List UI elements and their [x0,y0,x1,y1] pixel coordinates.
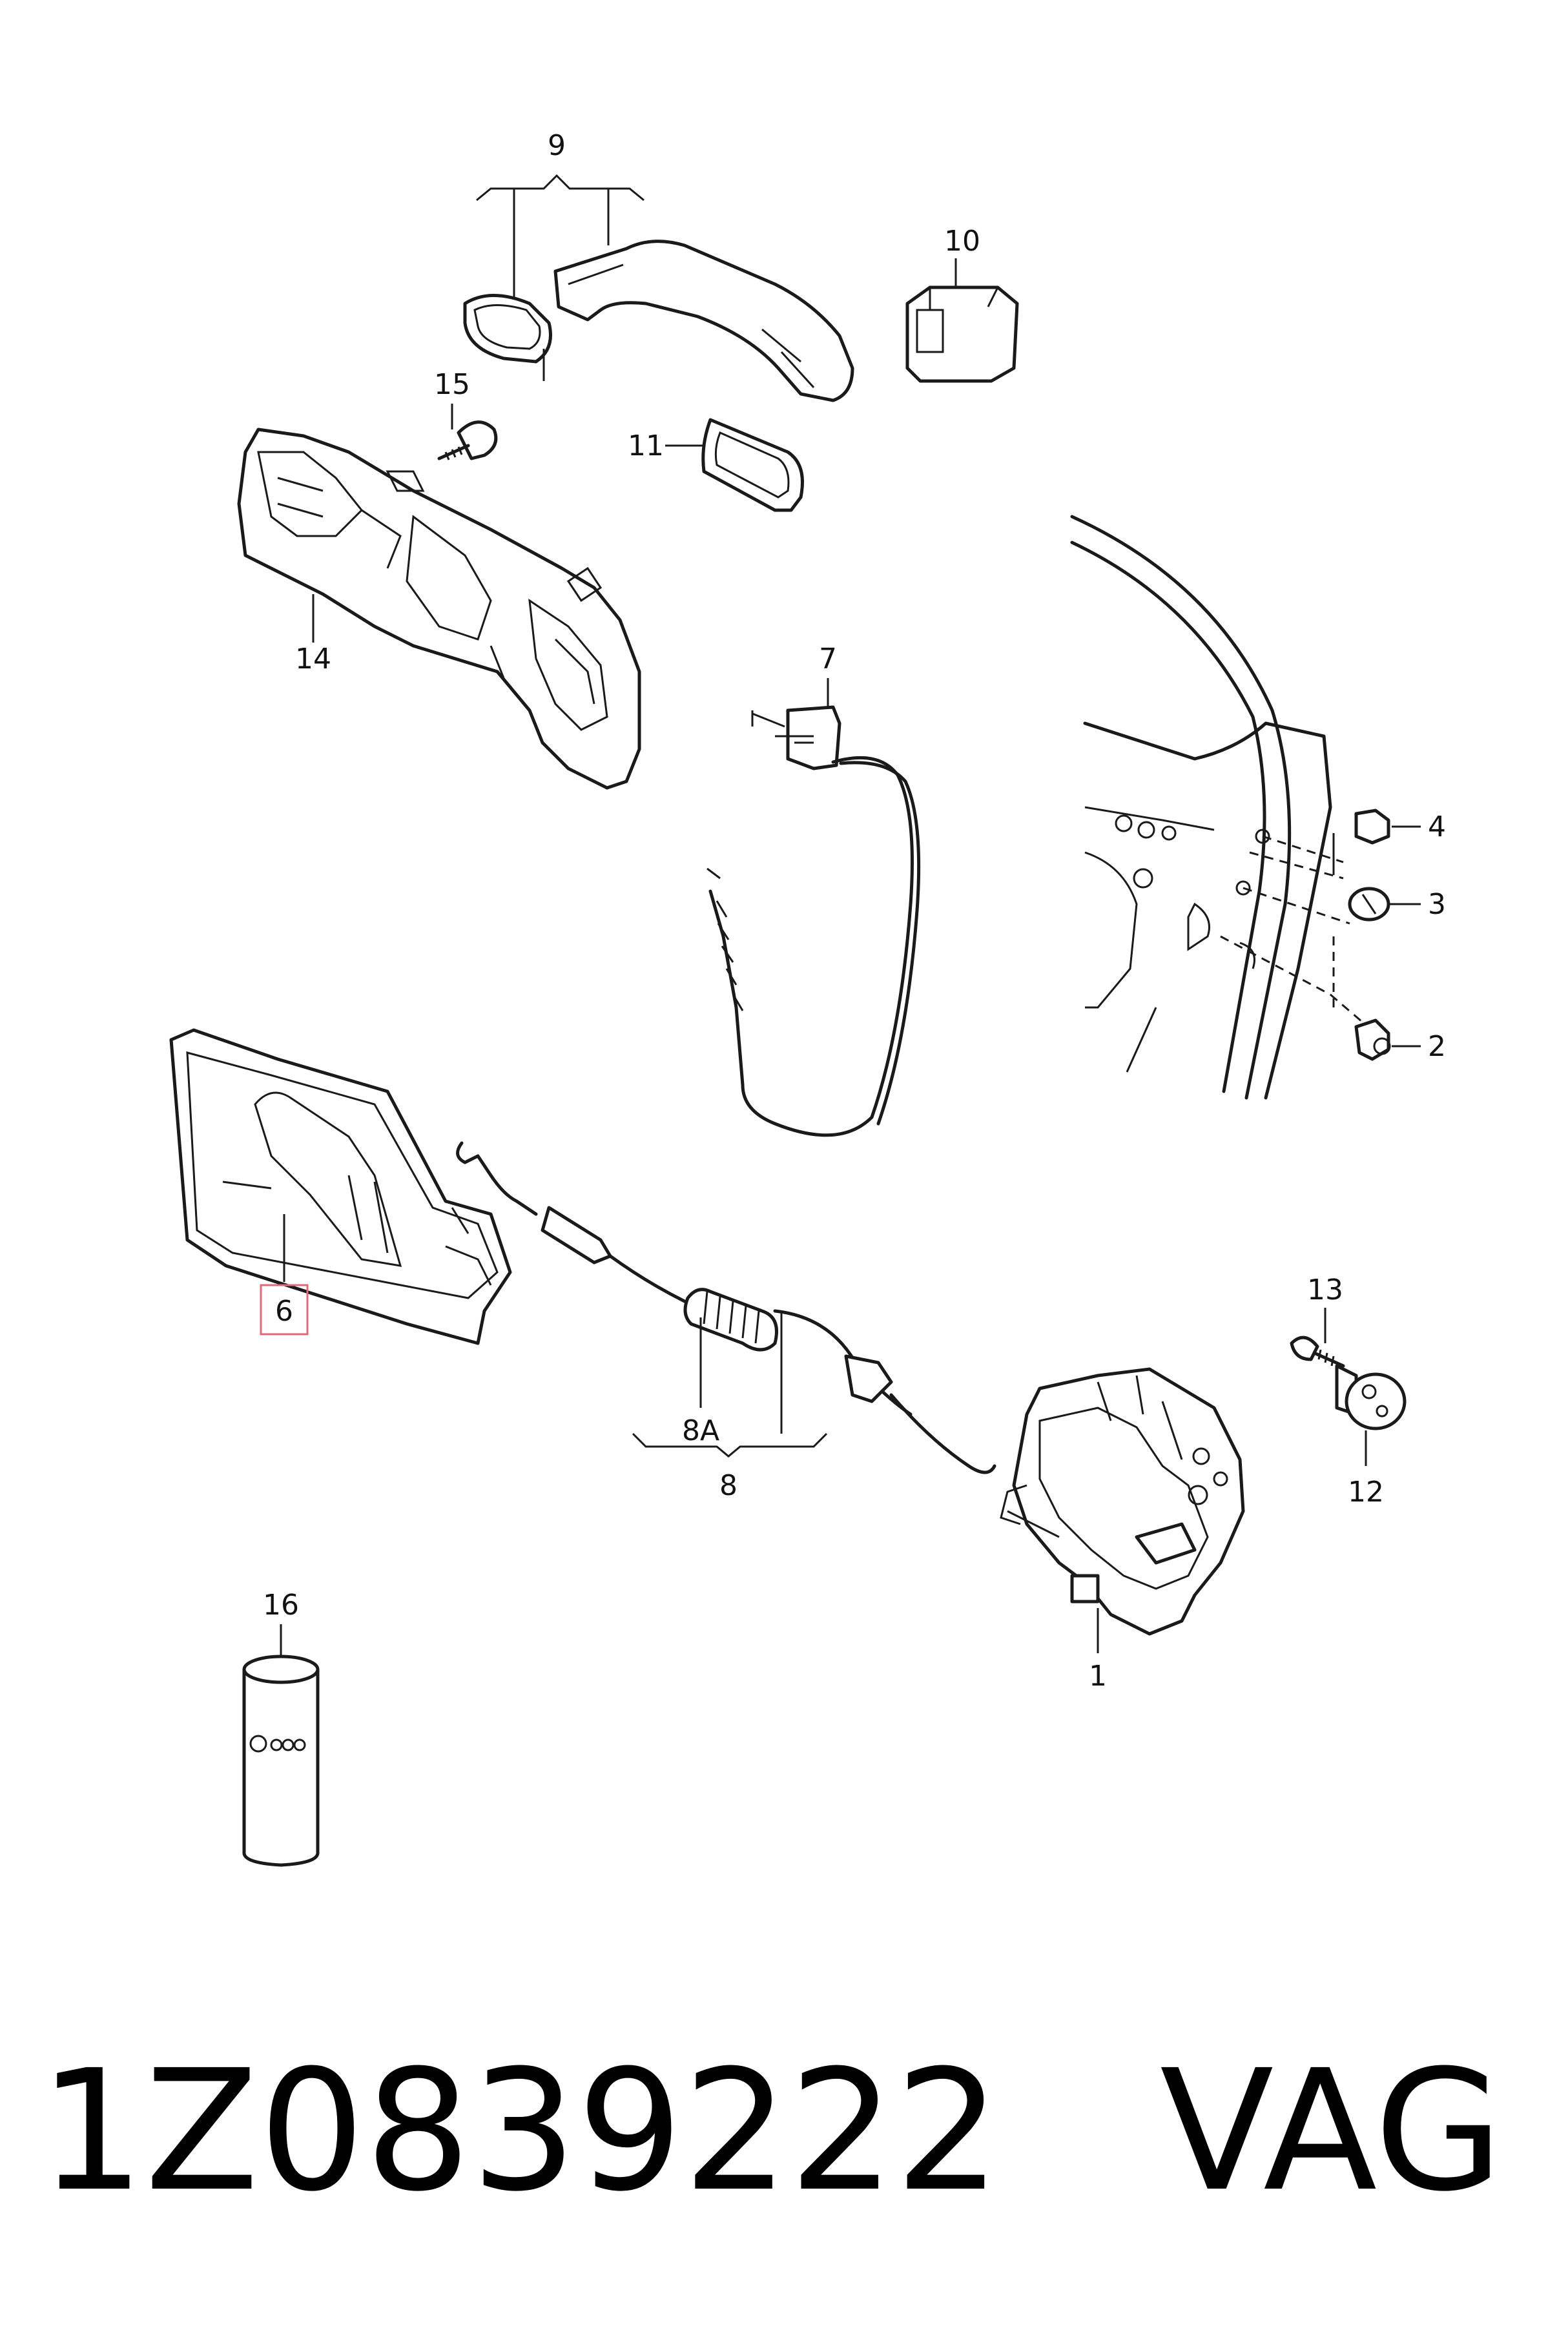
cable-8: 8A 8 [456,1141,996,1502]
callout-6-highlight-box [260,1284,309,1336]
part-number: 1Z0839222 [39,2034,1001,2228]
callout-11: 11 [628,429,664,462]
callout-16: 16 [263,1589,299,1622]
handle-carrier-14: 14 [237,428,641,790]
callout-13: 13 [1307,1274,1343,1306]
callout-10: 10 [944,225,980,258]
callout-14: 14 [295,643,331,676]
lock-cylinder-cap: 10 [905,225,1019,383]
callout-8A: 8A [682,1414,719,1447]
grease-can-16: 16 [242,1589,320,1867]
gasket-11: 11 [628,418,804,512]
fasteners-2-3-4: 4 3 2 [1220,809,1446,1063]
callout-15: 15 [434,368,470,401]
callout-6: 6 [275,1295,293,1328]
interior-handle-6: 6 [169,1028,512,1345]
callout-4: 4 [1428,810,1446,843]
brand-name: VAG [1159,2034,1503,2228]
callout-12: 12 [1348,1476,1384,1509]
callout-3: 3 [1428,888,1446,921]
cable-7: 7 [707,643,921,1137]
door-frame [1070,515,1332,1100]
part-number-footer: 1Z0839222 VAG [39,2034,1524,2228]
callout-1: 1 [1089,1660,1107,1693]
callout-2: 2 [1428,1030,1446,1063]
screw-15: 15 [434,368,498,460]
door-lock-1: 1 [1000,1367,1245,1693]
outer-handle-group: 9 [463,129,854,402]
screw-13-bracket-12: 13 12 [1290,1274,1407,1509]
callout-9: 9 [548,129,566,162]
callout-7: 7 [819,643,837,676]
callout-8: 8 [719,1469,738,1502]
